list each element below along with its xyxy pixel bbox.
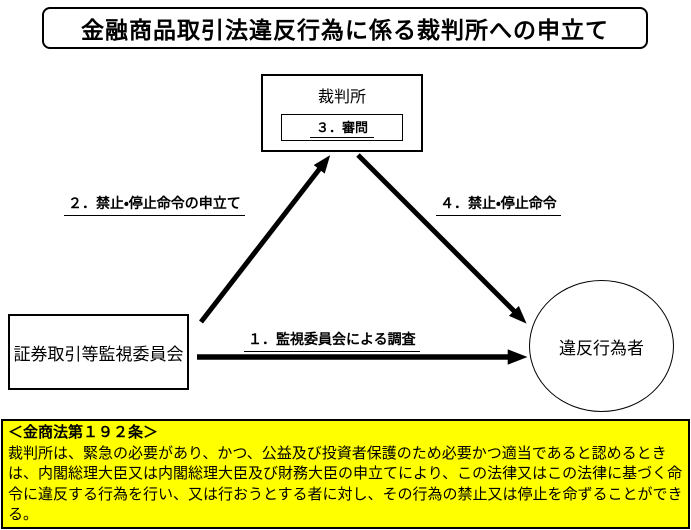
petition-arrow-label: ２．禁止・停止命令の申立て xyxy=(64,193,245,216)
investigation-arrow-label: １．監視委員会による調査 xyxy=(244,329,420,352)
legal-note-box: ＜金商法第１９２条＞ 裁判所は、緊急の必要があり、かつ、公益及び投資者保護のため… xyxy=(1,419,690,529)
court-label: 裁判所 xyxy=(317,89,366,106)
court-node: 裁判所 ３．審問 xyxy=(261,74,423,152)
sesc-label: 証券取引等監視委員会 xyxy=(13,344,184,364)
order-arrow-label: ４．禁止・停止命令 xyxy=(436,193,561,216)
legal-note-body: 裁判所は、緊急の必要があり、かつ、公益及び投資者保護のため必要かつ適当であると認… xyxy=(8,444,683,524)
hearing-step-label: ３．審問 xyxy=(309,117,374,138)
sesc-node: 証券取引等監視委員会 xyxy=(8,314,189,390)
page-title: 金融商品取引法違反行為に係る裁判所への申立て xyxy=(42,7,648,49)
page-title-text: 金融商品取引法違反行為に係る裁判所への申立て xyxy=(81,17,609,43)
arrow-order-to-violator xyxy=(356,153,527,324)
violator-label: 違反行為者 xyxy=(559,338,644,358)
hearing-step-box: ３．審問 xyxy=(281,114,403,141)
legal-note-heading: ＜金商法第１９２条＞ xyxy=(8,424,159,441)
arrow-petition-to-court xyxy=(199,155,331,324)
violator-node: 違反行為者 xyxy=(529,280,674,412)
